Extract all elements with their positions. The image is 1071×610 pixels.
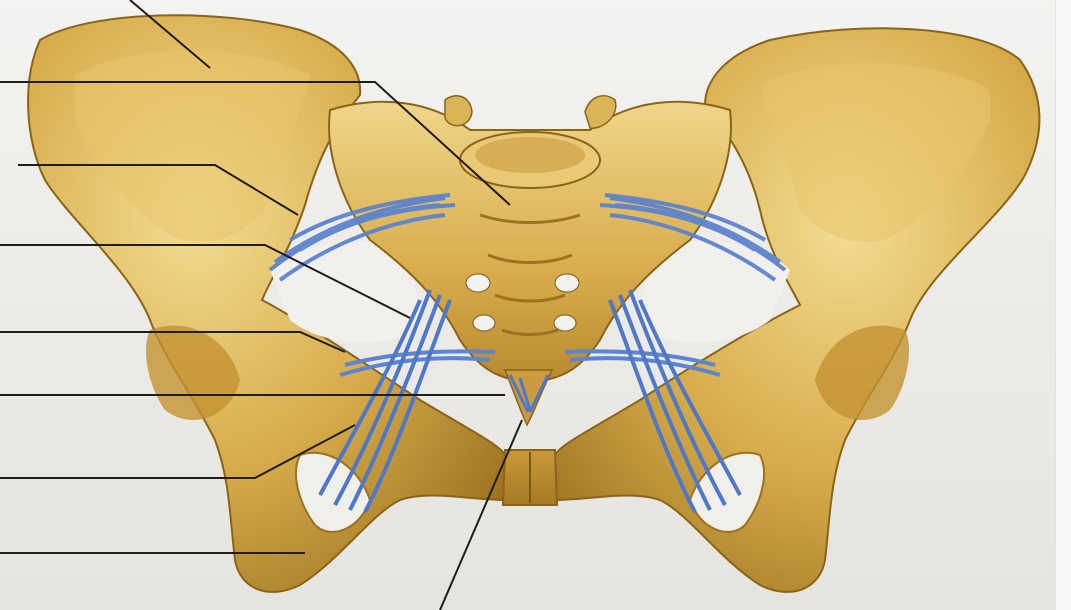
right-edge-strip xyxy=(1055,0,1071,610)
left-hip-bone xyxy=(28,15,505,592)
